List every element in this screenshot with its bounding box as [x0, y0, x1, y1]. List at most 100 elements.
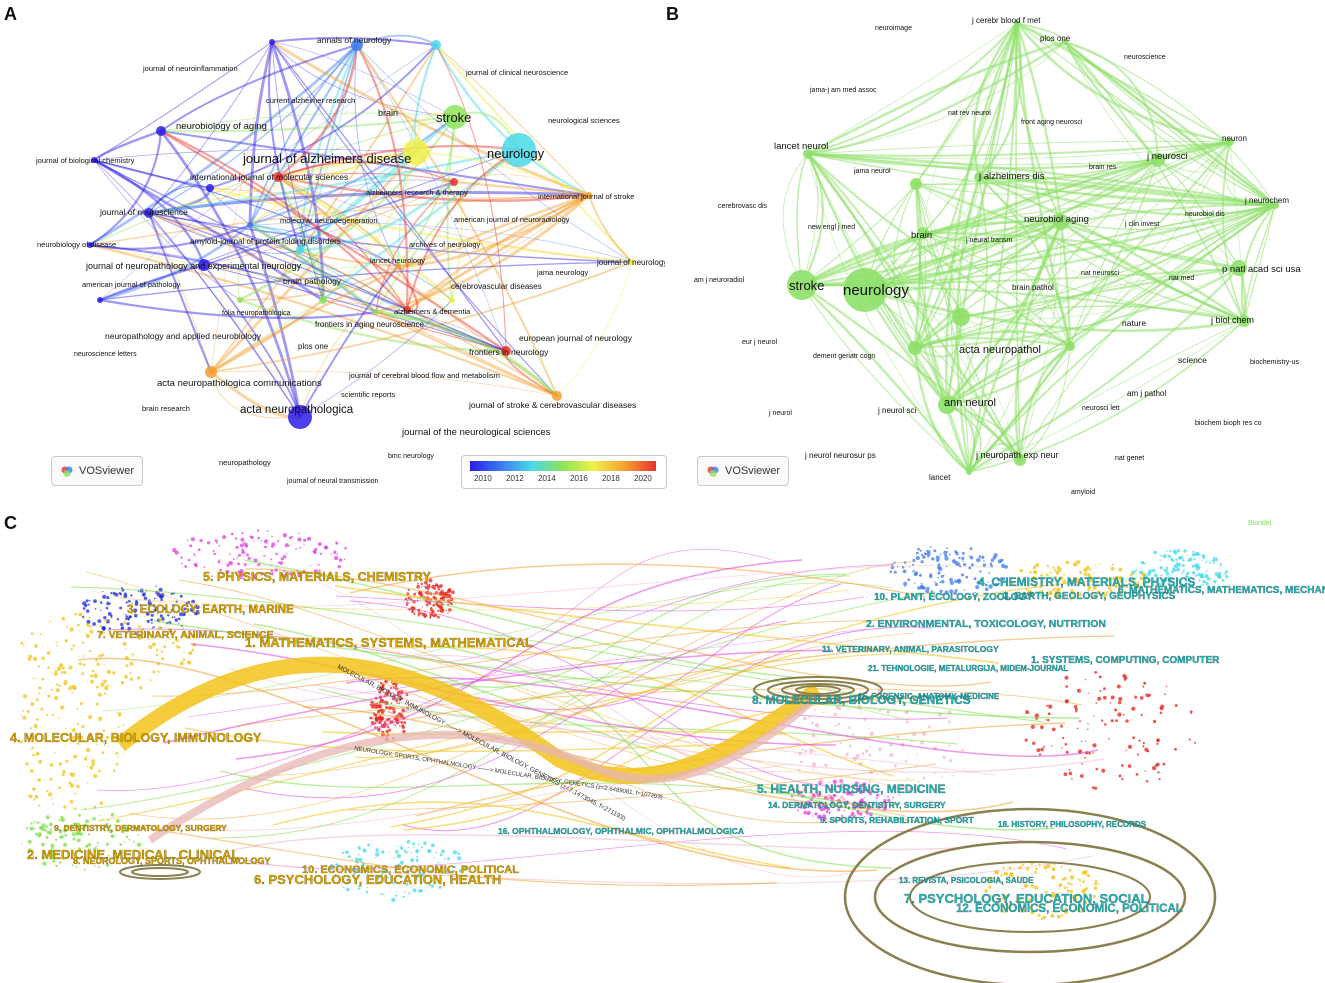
label-j-neurol-sci: j neurol sci — [877, 406, 916, 415]
label-journal-of-biological-chemistry: journal of biological chemistry — [35, 156, 135, 165]
label-journal-of-neuroinflammation: journal of neuroinflammation — [142, 64, 238, 73]
panel-a-edges — [88, 34, 634, 419]
network-node — [269, 39, 275, 45]
right-cluster-12: 12. ECONOMICS, ECONOMIC, POLITICAL — [956, 903, 1183, 915]
label-journal-of-neuropathology: journal of neuropathology and experiment… — [85, 261, 302, 271]
label-brain-pathology: brain pathology — [283, 276, 342, 286]
network-node — [629, 259, 635, 265]
label-international-journal-of-stroke: international journal of stroke — [538, 192, 634, 201]
right-cluster-13: 13. REVISTA, PSICOLOGIA, SAUDE — [899, 876, 1034, 885]
label-brain-research: brain research — [142, 404, 190, 413]
label-j-neurochem: j neurochem — [1244, 196, 1289, 205]
label-nat-neurosci: nat neurosci — [1081, 270, 1120, 277]
left-cluster-6: 6. PSYCHOLOGY, EDUCATION, HEALTH — [254, 872, 501, 887]
label-brain-pathol: brain pathol — [1012, 283, 1054, 292]
left-cluster-5: 5. PHYSICS, MATERIALS, CHEMISTRY — [203, 570, 431, 584]
network-node — [1053, 214, 1069, 230]
label-journal-of-neural-transmission: journal of neural transmission — [286, 478, 379, 485]
right-cluster-9: 9. SPORTS, REHABILITATION, SPORT — [820, 815, 974, 825]
label-brain: brain — [378, 108, 398, 118]
right-cluster-15: 15. FORENSIC, ANATOMY, MEDICINE — [858, 692, 1000, 701]
label-biochem-bioph-res-co: biochem bioph res co — [1195, 420, 1262, 427]
vosviewer-badge-b: VOSviewer — [697, 456, 790, 486]
label-science: science — [1178, 355, 1207, 365]
label-alzheimers-research-therapy: alzheimers research & therapy — [366, 188, 468, 197]
label-j-neurosci: j neurosci — [1146, 151, 1188, 162]
network-node — [1014, 454, 1026, 466]
label-amyloid-journal: amyloid-journal of protein folding disor… — [190, 237, 341, 246]
panel-letter-b: B — [666, 4, 679, 24]
label-j-neurol-neurosur-ps: j neurol neurosur ps — [804, 451, 876, 460]
network-node — [206, 184, 214, 192]
network-node — [403, 139, 429, 165]
color-scale-tick: 2012 — [506, 474, 524, 483]
network-node — [843, 268, 887, 312]
label-j-neural-transm: j neural transm — [965, 237, 1012, 244]
label-j-neurol: j neurol — [768, 410, 792, 417]
label-scientific-reports: scientific reports — [341, 390, 395, 399]
label-neurobiol-aging: neurobiol aging — [1024, 214, 1089, 225]
network-node — [502, 133, 536, 167]
right-cluster-11: 11. VETERINARY, ANIMAL, PARASITOLOGY — [822, 644, 999, 654]
panel-c-left-labels: 5. PHYSICS, MATERIALS, CHEMISTRY 3. ECOL… — [10, 570, 533, 887]
network-node — [87, 242, 93, 248]
network-node — [443, 105, 467, 129]
color-scale-tick: 2020 — [634, 474, 652, 483]
label-ann-neurol: ann neurol — [944, 397, 996, 409]
label-neuropathology-and-applied-neurobiology: neuropathology and applied neurobiology — [105, 331, 262, 341]
panel-a-network: annals of neurology journal of neuroinfl… — [35, 34, 665, 485]
right-cluster-6: 6. MATHEMATICS, MATHEMATICS, MECHANICS — [1118, 585, 1325, 596]
network-node — [966, 469, 972, 475]
network-node — [91, 157, 97, 163]
network-node — [803, 149, 813, 159]
label-neurology: neurology — [487, 146, 545, 161]
label-frontiers-in-neurology: frontiers in neurology — [469, 347, 549, 357]
left-cluster-8: 8. NEUROLOGY, SPORTS, OPHTHALMOLOGY — [73, 856, 271, 866]
label-p-natl-acad-sci-usa: p natl acad sci usa — [1222, 264, 1301, 275]
label-alzheimers-dementia: alzheimers & dementia — [394, 307, 471, 316]
label-amyloid: amyloid — [1071, 489, 1095, 496]
label-folia-neuropathologica: folia neuropathologica — [222, 310, 291, 317]
label-front-aging-neurosci: front aging neurosci — [1021, 119, 1083, 126]
label-neuropathology: neuropathology — [219, 458, 271, 467]
panel-letter-c: C — [4, 513, 17, 533]
label-plos-one-b: plos one — [1040, 34, 1071, 43]
network-node — [156, 126, 166, 136]
network-node — [237, 297, 243, 303]
label-am-j-neuroradiol: am j neuroradiol — [694, 277, 745, 284]
label-acta-neuropathologica-communications: acta neuropathologica communications — [157, 378, 322, 389]
network-node — [952, 308, 970, 326]
network-node — [247, 222, 253, 228]
network-node — [198, 259, 210, 271]
label-journal-of-stroke-cerebrovascular-diseases: journal of stroke & cerebrovascular dise… — [468, 400, 636, 410]
network-node — [1014, 20, 1020, 26]
label-j-neuropath-exp-neur: j neuropath exp neur — [975, 450, 1059, 460]
right-cluster-5: 5. HEALTH, NURSING, MEDICINE — [757, 782, 945, 796]
network-node — [373, 309, 379, 315]
label-lancet: lancet — [929, 473, 951, 482]
vosviewer-badge-text: VOSviewer — [79, 465, 135, 477]
flow-molecular-to-genetics — [114, 656, 823, 784]
network-node — [97, 297, 103, 303]
label-lancet-neurol: lancet neurol — [774, 141, 828, 152]
network-node — [938, 396, 956, 414]
label-annals-of-neurology: annals of neurology — [317, 35, 392, 45]
panel-b-labels: neuroimage j cerebr blood f met plos one… — [694, 16, 1301, 496]
network-node — [403, 306, 411, 314]
label-nat-genet: nat genet — [1115, 455, 1144, 462]
right-cluster-18: 18. HISTORY, PHILOSOPHY, RECORDS — [998, 820, 1147, 829]
right-cluster-1: 1. SYSTEMS, COMPUTING, COMPUTER — [1031, 655, 1220, 666]
label-jama-j-am-med-assoc: jama-j am med assoc — [809, 87, 877, 94]
network-node — [1151, 153, 1165, 167]
label-biochemistry-us: biochemistry-us — [1250, 359, 1300, 366]
label-neuroscience-letters: neuroscience letters — [74, 351, 137, 358]
panel-b-network: neuroimage j cerebr blood f met plos one… — [694, 16, 1301, 496]
label-acta-neuropathologica: acta neuropathologica — [240, 404, 354, 416]
panel-b-nodes — [787, 20, 1279, 475]
flow-neurology-to-genetics — [147, 692, 821, 844]
label-j-cerebr-blood-f-met: j cerebr blood f met — [971, 16, 1041, 25]
network-node — [787, 270, 817, 300]
left-cluster-7: 7. VETERINARY, ANIMAL, SCIENCE — [97, 629, 274, 641]
label-frontiers-in-aging-neuroscience: frontiers in aging neuroscience — [315, 320, 425, 329]
panel-letter-a: A — [4, 4, 17, 24]
